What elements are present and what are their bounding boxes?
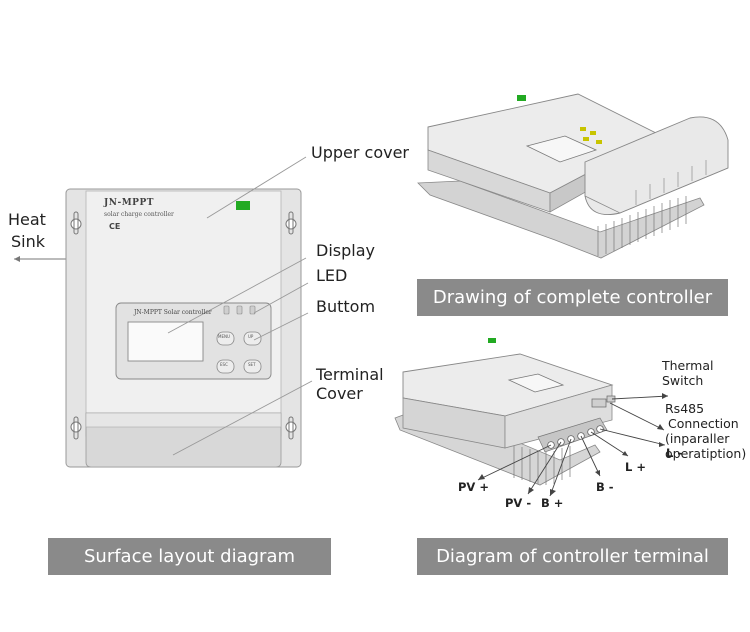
terminal-logo-icon bbox=[488, 338, 496, 343]
rs485-label-line4: operatiption) bbox=[665, 446, 747, 461]
upper-cover-label: Upper cover bbox=[311, 143, 410, 162]
front-brand-text: JN-MPPT bbox=[104, 198, 154, 208]
led-indicators bbox=[223, 305, 256, 315]
mounting-hole-tl bbox=[70, 211, 82, 235]
terminal-cover-label-line2: Cover bbox=[316, 384, 363, 403]
b-minus-label: B - bbox=[596, 480, 614, 494]
thermal-switch-label-line1: Thermal bbox=[662, 358, 714, 373]
menu-button-label: MENU bbox=[218, 334, 230, 339]
pv-minus-label: PV - bbox=[505, 496, 532, 510]
ce-mark: CE bbox=[109, 222, 121, 231]
caption-complete-controller: Drawing of complete controller bbox=[417, 279, 728, 316]
set-button[interactable] bbox=[243, 359, 262, 374]
menu-button[interactable] bbox=[216, 331, 235, 346]
pv-plus-label: PV + bbox=[458, 480, 489, 494]
terminal-leader-lines bbox=[477, 395, 669, 497]
mounting-hole-tr bbox=[285, 211, 297, 235]
led-label: LED bbox=[316, 266, 348, 285]
rs485-label-line3: (inparaller bbox=[665, 431, 730, 446]
terminal-arrowheads bbox=[478, 393, 668, 496]
front-subtitle-text: solar charge controller bbox=[104, 211, 174, 218]
up-button[interactable] bbox=[243, 331, 262, 346]
rs485-label-line2: Connection bbox=[668, 416, 739, 431]
brand-logo-icon bbox=[236, 201, 250, 210]
terminal-controller-drawing bbox=[394, 338, 616, 486]
lcd-screen bbox=[127, 321, 204, 362]
terminal-cover-label-line1: Terminal bbox=[316, 365, 384, 384]
esc-button-label: ESC bbox=[220, 362, 228, 367]
set-button-label: SET bbox=[248, 362, 256, 367]
mounting-hole-br bbox=[285, 416, 297, 440]
complete-controller-drawing bbox=[417, 93, 729, 259]
l-plus-label: L + bbox=[625, 460, 646, 474]
display-label: Display bbox=[316, 241, 375, 260]
b-plus-label: B + bbox=[541, 496, 564, 510]
up-button-label: UP bbox=[248, 334, 254, 339]
caption-controller-terminal: Diagram of controller terminal bbox=[417, 538, 728, 575]
heat-sink-label-line1: Heat bbox=[8, 210, 46, 229]
front-housing bbox=[65, 188, 302, 468]
esc-button[interactable] bbox=[216, 359, 235, 374]
complete-logo-icon bbox=[517, 95, 526, 101]
front-leader-lines bbox=[167, 156, 313, 456]
thermal-switch-label-line2: Switch bbox=[662, 373, 704, 388]
l-minus-label: L - bbox=[666, 446, 683, 460]
buttom-label: Buttom bbox=[316, 297, 376, 316]
display-title-text: JN-MPPT Solar controller bbox=[134, 309, 212, 316]
mounting-hole-bl bbox=[70, 416, 82, 440]
caption-surface-layout: Surface layout diagram bbox=[48, 538, 331, 575]
heat-sink-label-line2: Sink bbox=[11, 232, 46, 251]
rs485-label-line1: Rs485 bbox=[665, 401, 705, 416]
